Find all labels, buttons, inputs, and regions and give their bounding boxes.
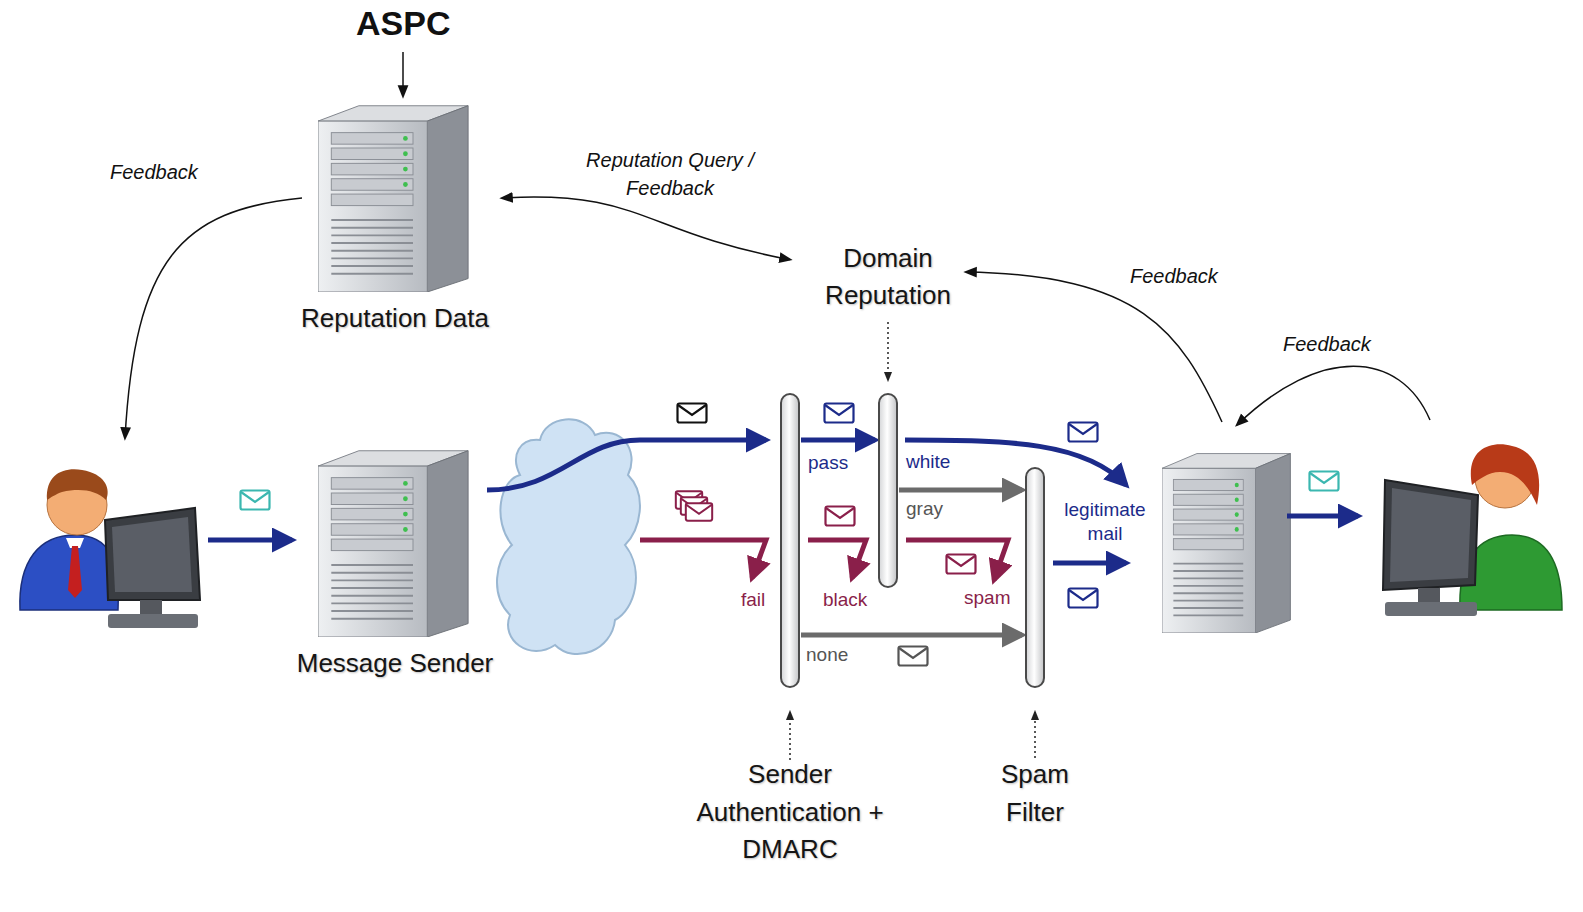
node-label: Domain Reputation bbox=[798, 240, 978, 315]
edge-label: Reputation Query / Feedback bbox=[575, 146, 765, 202]
server-icon bbox=[318, 445, 470, 637]
connector bbox=[801, 438, 875, 443]
flow-label: legitimate mail bbox=[1055, 498, 1155, 546]
node-label: Message Sender bbox=[297, 645, 494, 683]
flow-label: ASPC bbox=[356, 2, 450, 45]
edge-label: pass bbox=[808, 450, 848, 477]
flow-label: fail bbox=[741, 588, 765, 612]
edge-label: gray bbox=[906, 496, 943, 523]
filter-bar: Domain Reputation bbox=[878, 393, 898, 588]
connector bbox=[801, 633, 1022, 638]
node-label: Spam Filter bbox=[978, 756, 1093, 831]
edge-label: none bbox=[806, 642, 848, 669]
server-node: Message Sender bbox=[290, 445, 500, 685]
filter-bar: Sender Authentication + DMARC bbox=[780, 393, 800, 688]
flow-label: Feedback bbox=[1283, 332, 1371, 357]
node-label: Reputation Data bbox=[301, 300, 489, 338]
flow-label: spam bbox=[964, 586, 1010, 610]
server-icon bbox=[318, 100, 470, 292]
node-label: Sender Authentication + DMARC bbox=[690, 756, 890, 869]
flow-label: Feedback bbox=[110, 160, 198, 185]
flow-label: black bbox=[823, 588, 867, 612]
flow-label: white bbox=[906, 450, 950, 474]
flow-label: Feedback bbox=[1130, 264, 1218, 289]
filter-bar: Spam Filter bbox=[1025, 467, 1045, 688]
connector bbox=[899, 488, 1022, 493]
server-node: Reputation Data bbox=[290, 100, 500, 340]
connector bbox=[502, 197, 790, 260]
